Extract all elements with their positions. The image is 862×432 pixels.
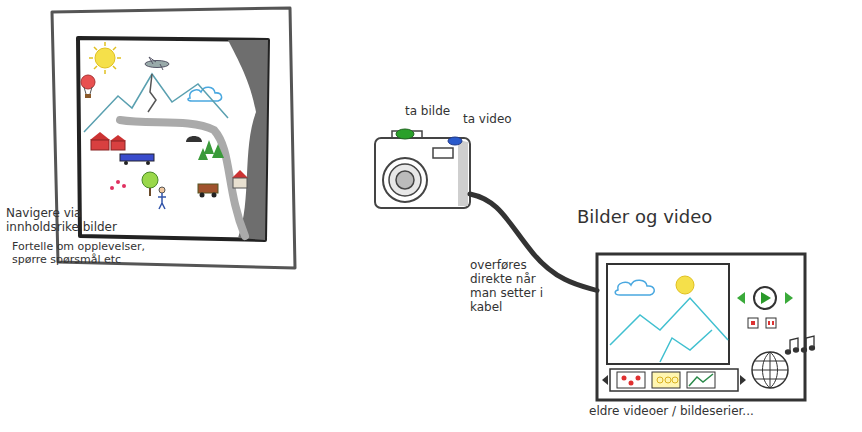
note-text: Navigere via innholdsrike bilder [6, 206, 136, 234]
button-label: ta bilde [405, 104, 450, 118]
screen-heading: Bilder og video [577, 206, 712, 228]
media-screen-illustration [597, 254, 815, 400]
cable-label: overføres direkte når man setter i kabel [470, 258, 558, 314]
thumbnail-caption: eldre videoer / bildeserier... [589, 404, 754, 418]
media-screen-node: Bilder og videoeldre videoer / bildeseri… [597, 254, 805, 400]
button-label: ta video [463, 112, 512, 126]
camera-node: ta bildeta video [375, 138, 470, 208]
camera-illustration [375, 129, 470, 208]
note-text: Fortelle om opplevelser, spørre spørsmål… [12, 240, 182, 266]
